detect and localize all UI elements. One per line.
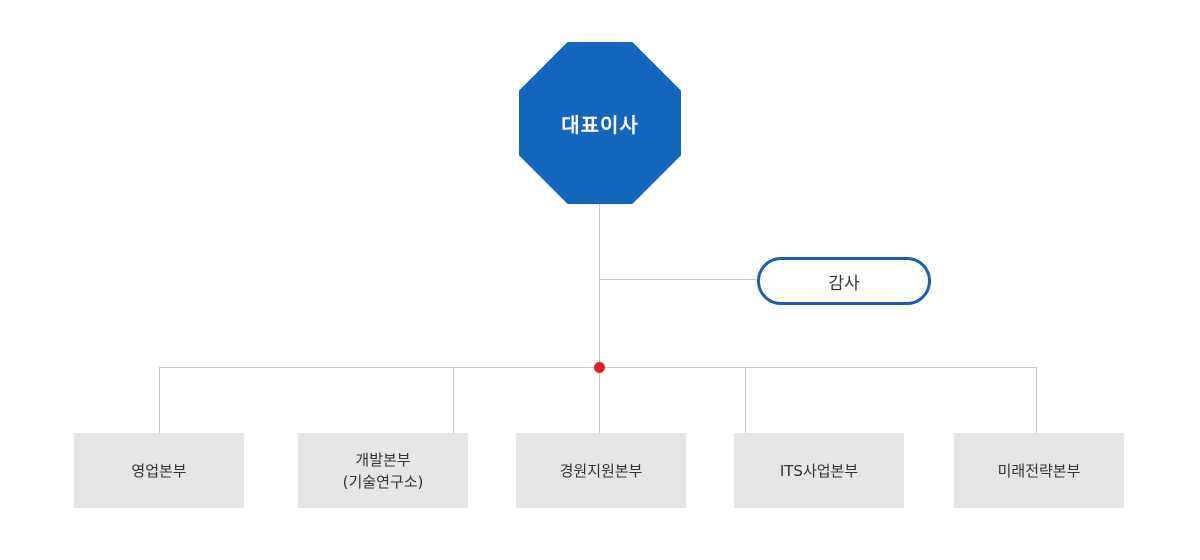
division-label: 개발본부 (기술연구소) [342,450,424,491]
division-sales: 영업본부 [74,433,244,508]
ceo-label: 대표이사 [561,112,639,137]
division-management-support: 경원지원본부 [516,433,686,508]
division-development: 개발본부 (기술연구소) [298,433,468,508]
division-label: 영업본부 [131,461,187,480]
division-drop-line-1 [159,367,160,433]
hub-dot [594,362,605,373]
audit-node: 감사 [757,257,931,305]
division-its-business: ITS사업본부 [734,433,904,508]
audit-label: 감사 [828,273,860,294]
division-drop-line-3 [599,367,600,433]
audit-branch-line [599,279,757,280]
division-drop-line-2 [453,367,454,433]
division-label: 미래전략본부 [997,461,1081,480]
division-label: ITS사업본부 [779,461,859,480]
division-future-strategy: 미래전략본부 [954,433,1124,508]
ceo-node: 대표이사 [519,42,681,204]
division-label: 경원지원본부 [559,461,643,480]
ceo-trunk-line [599,204,600,368]
division-drop-line-4 [745,367,746,433]
division-drop-line-5 [1036,367,1037,433]
